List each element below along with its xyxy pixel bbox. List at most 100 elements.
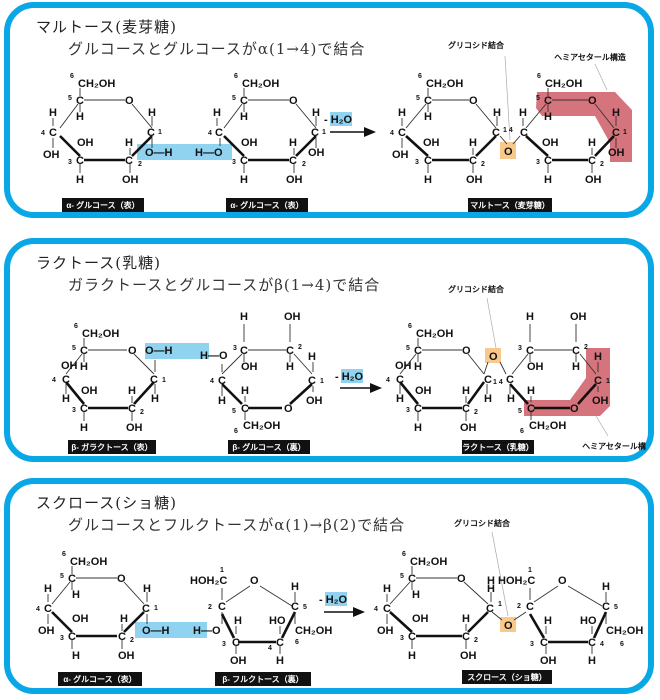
atom-label: H: [469, 137, 477, 149]
chemical-bond: [579, 353, 597, 375]
atom-label: OH: [126, 422, 143, 434]
atom-label: CH₂OH: [529, 420, 566, 432]
atom-label: C: [142, 603, 150, 615]
atom-label: H: [414, 422, 422, 434]
atom-label: C: [526, 345, 534, 357]
carbon-number: 3: [222, 641, 226, 648]
chemical-bond: [499, 135, 508, 145]
lactose-diagram: 6 CH₂OH 5 C O OH H O—H 4 C C 1 OH H H H …: [52, 284, 646, 454]
carbon-number: 5: [68, 95, 72, 102]
panel-title: スクロース(ショ糖): [36, 494, 177, 512]
atom-label: CH₂OH: [416, 328, 453, 340]
carbon-number: 3: [400, 635, 404, 642]
product-label-box: [468, 198, 552, 212]
atom-label: C: [408, 631, 416, 643]
atom-label: H: [544, 111, 552, 123]
carbon-number: 6: [418, 73, 422, 80]
atom-label: H: [412, 589, 420, 601]
carbon-number: 6: [62, 551, 66, 558]
atom-label: OH: [423, 137, 440, 149]
chemical-bond: [594, 103, 615, 129]
chemical-bond: [389, 581, 411, 605]
reaction-arrowhead: [364, 127, 376, 137]
atom-label: O: [128, 345, 137, 357]
atom-label: H—O: [200, 350, 228, 362]
sucrose-panel: スクロース(ショ糖) グルコースとフルクトースがα(1)→β(2)で結合 6 C…: [4, 478, 654, 694]
maltose-diagram: 6 CH₂OH 5 C O H H H 4 C C 1 OH H OH O—H …: [41, 40, 632, 212]
carbon-number: 1: [606, 378, 610, 385]
panel-subtitle: グルコースとグルコースがα(1→4)で結合: [68, 40, 366, 58]
atom-label: O: [504, 146, 513, 158]
chemical-bond: [595, 415, 609, 437]
reactant2-label: β- フルクトース（裏）: [222, 674, 303, 684]
atom-label: H: [612, 107, 620, 119]
atom-label: H: [588, 137, 596, 149]
chemical-bond: [280, 611, 297, 639]
atom-label: OH: [72, 613, 89, 625]
atom-label: OH: [585, 174, 602, 186]
glycosidic-annotation: グリコシド結合: [454, 518, 511, 528]
chemical-bond: [467, 611, 489, 633]
carbon-number: 3: [536, 159, 540, 166]
reactant2-label: α- グルコース（表）: [230, 200, 303, 210]
chemical-bond: [289, 383, 313, 405]
carbon-number: 1: [528, 567, 532, 574]
atom-label: H: [213, 107, 221, 119]
reactant2-label: β- グルコース（裏）: [232, 442, 305, 452]
chemical-bond: [499, 361, 507, 375]
chemical-bond: [512, 135, 521, 145]
atom-label: H: [128, 385, 136, 397]
carbon-number: 4: [210, 378, 214, 385]
carbon-number: 5: [232, 408, 236, 415]
atom-label: C: [544, 155, 552, 167]
water-removal: - H₂O: [319, 594, 348, 606]
sucrose-structure: 6 CH₂OH 5 C O H H H 4 C C 1 OH H OH O 3 …: [374, 531, 643, 667]
atom-label: C: [218, 375, 226, 387]
carbon-number: 6: [295, 639, 299, 646]
atom-label: H: [120, 613, 128, 625]
atom-label: OH: [61, 360, 78, 372]
atom-label: C: [62, 374, 70, 386]
atom-label: C: [506, 374, 514, 386]
chemical-bond: [59, 103, 79, 129]
alpha-glucose: 6 CH₂OH 5 C O H H H 4 C C 1 OH H OH O—H …: [36, 551, 170, 662]
beta-glucose: · H OH 3 C C 2 H—O H OH H: [200, 285, 324, 435]
atom-label: C: [240, 345, 248, 357]
atom-label: C: [588, 637, 596, 649]
atom-label: CH₂OH: [295, 625, 332, 637]
carbon-number: 1 4: [493, 379, 503, 386]
atom-label: O: [125, 95, 134, 107]
atom-label: CH₂OH: [426, 78, 463, 90]
water-removal: - H₂O: [324, 114, 353, 126]
carbon-number: 3: [233, 345, 237, 352]
atom-label: H: [462, 385, 470, 397]
atom-label: C: [232, 637, 240, 649]
atom-label: C: [612, 127, 620, 139]
atom-label: C: [469, 155, 477, 167]
carbon-number: 6: [402, 551, 406, 558]
chemical-bond: [525, 135, 549, 157]
atom-label: C: [44, 603, 52, 615]
reaction-arrowhead: [353, 607, 365, 617]
atom-label: H: [526, 311, 534, 323]
atom-label: O—H: [142, 625, 170, 637]
atom-label: O—H: [145, 147, 173, 159]
reactant2-label-box: [228, 440, 310, 454]
reactant1-label: α- グルコース（表）: [66, 200, 139, 210]
reactant2-label-box: [215, 672, 311, 686]
atom-label: OH: [415, 385, 432, 397]
atom-label: C: [588, 155, 596, 167]
atom-label: OH: [466, 174, 483, 186]
reactant1-label-box: [68, 440, 156, 454]
atom-label: H: [588, 655, 596, 667]
atom-label: C: [462, 631, 470, 643]
carbon-number: 1: [158, 129, 162, 136]
carbon-number: 5: [518, 408, 522, 415]
carbon-number: 1: [162, 377, 166, 384]
chemical-bond: [398, 381, 420, 405]
atom-label: O: [588, 95, 597, 107]
atom-label: C: [68, 573, 76, 585]
atom-label: OH: [542, 137, 559, 149]
glycosidic-oxygen-highlight: [485, 348, 501, 363]
atom-label: C: [311, 127, 319, 139]
